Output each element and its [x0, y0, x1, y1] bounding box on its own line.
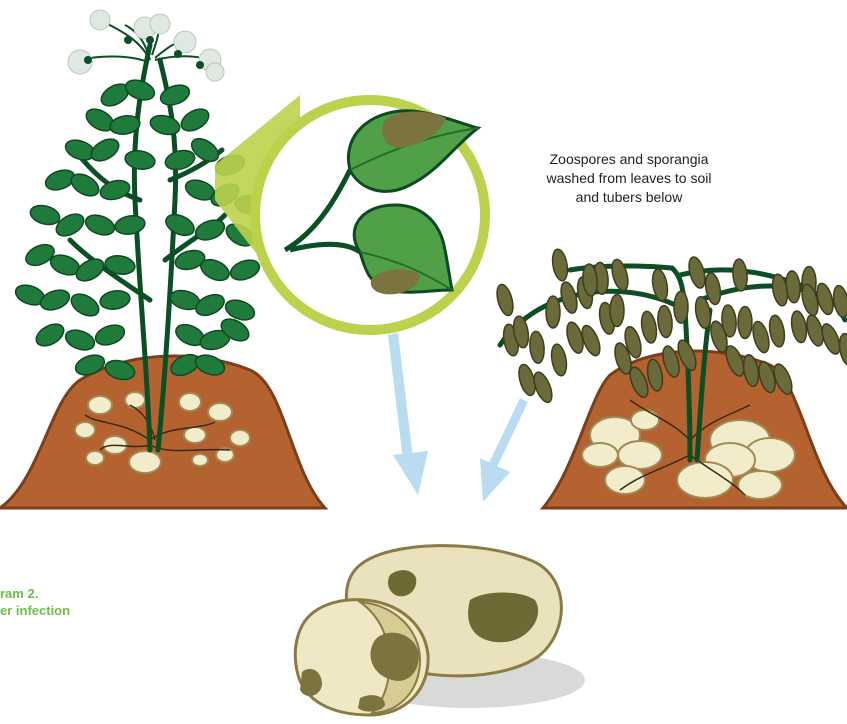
arrow-from-leaves [388, 333, 428, 495]
healthy-leaf [178, 105, 213, 136]
diagram-label: ram 2. er infection [0, 585, 70, 619]
blighted-leaf [831, 284, 847, 318]
healthy-leaf [124, 149, 157, 172]
healthy-leaf [99, 289, 132, 312]
blighted-leaf [558, 280, 580, 315]
blighted-leaf [686, 255, 708, 290]
blighted-leaf [609, 258, 631, 293]
healthy-leaf [68, 290, 103, 321]
blighted-leaf [546, 296, 560, 328]
healthy-leaf [193, 291, 228, 320]
healthy-leaves [13, 76, 267, 382]
caption-line-3: and tubers below [524, 188, 734, 207]
magnifier [215, 95, 485, 330]
healthy-leaf [83, 211, 117, 238]
caption-line-2: washed from leaves to soil [524, 169, 734, 188]
blighted-leaf [767, 314, 786, 348]
caption-line-1: Zoospores and sporangia [524, 150, 734, 169]
blighted-leaf [529, 331, 546, 364]
healthy-leaf [93, 321, 127, 348]
blighted-leaf [789, 310, 808, 344]
healthy-leaf [123, 76, 157, 103]
healthy-leaf [33, 320, 68, 351]
blighted-leaf [750, 320, 772, 355]
healthy-leaf [158, 81, 192, 108]
blighted-leaf [639, 310, 658, 344]
blighted-leaf [738, 307, 752, 339]
blighted-leaf [549, 343, 568, 377]
blighted-leaf [732, 258, 749, 291]
blighted-leaf [494, 283, 516, 318]
healthy-leaf [163, 211, 198, 240]
healthy-leaf [228, 256, 262, 283]
blighted-leaf [610, 294, 624, 326]
diagram-label-line-2: er infection [0, 602, 70, 619]
healthy-leaf [148, 112, 182, 137]
blighted-leaf [674, 291, 688, 323]
infected-tubers [295, 546, 585, 715]
spore-caption: Zoospores and sporangia washed from leav… [524, 150, 734, 207]
blighted-plant [494, 248, 847, 508]
arrow-from-blighted-plant [480, 398, 528, 502]
healthy-leaf [28, 202, 62, 227]
diagram-label-line-1: ram 2. [0, 585, 70, 602]
healthy-leaf [88, 135, 123, 166]
healthy-leaf [114, 214, 147, 237]
blighted-leaf [550, 248, 569, 282]
healthy-leaf [38, 286, 72, 313]
blighted-leaf [657, 305, 674, 338]
spore-arrows [388, 333, 528, 502]
healthy-leaf [63, 326, 97, 353]
